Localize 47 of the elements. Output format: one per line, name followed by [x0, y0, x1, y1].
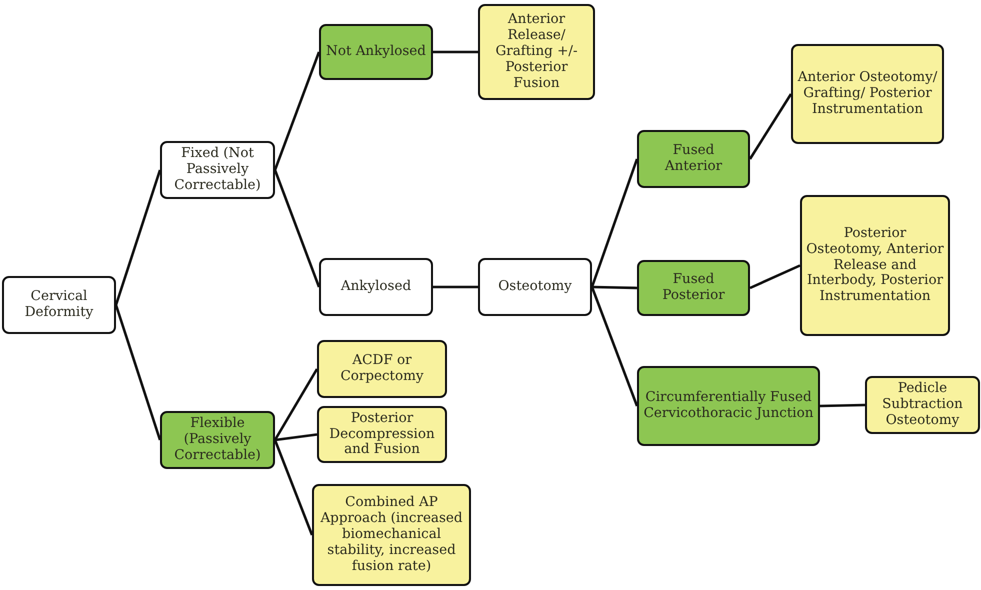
box-label: Combined AP Approach (increased biomechanical stability, increased fusion rate): [319, 495, 464, 575]
connector-line: [274, 170, 320, 288]
connector-line: [274, 433, 318, 442]
box-label: Ankylosed: [340, 279, 412, 295]
connector-line: [433, 50, 478, 54]
connector-line: [590, 286, 638, 406]
category-box: [478, 258, 592, 316]
category-box: [160, 141, 275, 199]
box-label: Fixed (Not Passively Correctable): [173, 146, 262, 194]
treatment-box: [800, 195, 950, 336]
box-label: Posterior Decompression and Fusion: [328, 410, 436, 458]
connector-line: [274, 52, 320, 170]
box-label: Flexible (Passively Correctable): [173, 416, 262, 464]
box-label: Cervical Deformity: [24, 289, 94, 321]
condition-box: [637, 260, 750, 316]
category-box: [2, 276, 116, 334]
connector-line: [114, 304, 162, 440]
box-label: Fused Anterior: [664, 143, 724, 175]
connector-line: [433, 286, 478, 288]
connector-line: [748, 93, 792, 160]
treatment-box: [317, 406, 447, 463]
connector-line: [274, 368, 318, 441]
connector-line: [592, 286, 638, 290]
category-box: [319, 258, 433, 316]
box-label: Not Ankylosed: [326, 44, 426, 60]
condition-box: [160, 411, 275, 469]
box-label: Anterior Release/ Grafting +/- Posterior Fusion: [494, 12, 579, 92]
connector-line: [274, 440, 314, 536]
box-label: Circumferentially Fused Cervicothoracic Junction: [642, 390, 814, 422]
box-label: Fused Posterior: [661, 272, 726, 304]
treatment-box: [312, 484, 471, 586]
treatment-box: [865, 376, 980, 434]
box-label: Pedicle Subtraction Osteotomy: [881, 381, 964, 429]
condition-box: [637, 130, 750, 188]
condition-box: [319, 24, 433, 80]
connector-line: [820, 404, 866, 408]
box-label: Posterior Osteotomy, Anterior Release and Interbody, Posterior Instrumentation: [805, 226, 945, 306]
box-label: Anterior Osteotomy/ Grafting/ Posterior Instrumentation: [796, 70, 938, 118]
connector-line: [749, 264, 801, 290]
box-label: ACDF or Corpectomy: [339, 353, 425, 385]
connector-line: [114, 170, 162, 306]
condition-box: [637, 366, 820, 446]
connector-line: [590, 158, 638, 288]
treatment-box: [791, 44, 944, 144]
treatment-box: [478, 4, 595, 100]
treatment-box: [317, 340, 447, 398]
box-label: Osteotomy: [498, 279, 572, 295]
